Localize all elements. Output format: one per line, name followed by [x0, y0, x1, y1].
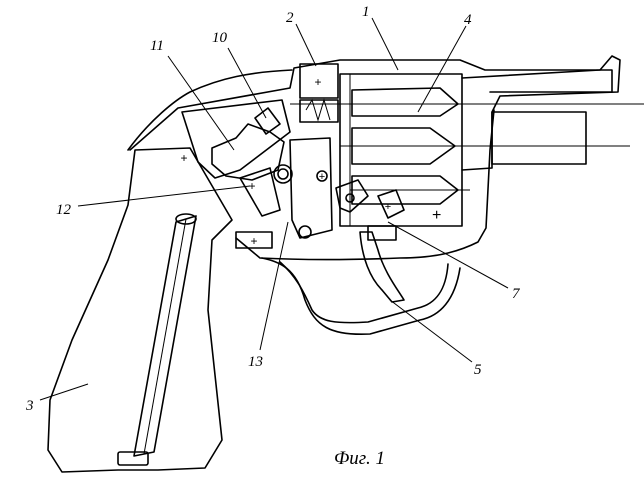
barrel [462, 56, 620, 170]
figure-caption: Фиг. 1 [334, 448, 385, 469]
mainspring-rod [118, 214, 196, 465]
cross-mark: + [250, 234, 257, 248]
hammer-block: + [290, 64, 340, 122]
callout-4: 4 [464, 12, 472, 28]
cylinder: + [300, 74, 644, 226]
grip-panel [48, 70, 292, 472]
callout-11: 11 [150, 38, 164, 54]
callout-5: 5 [474, 362, 482, 378]
callout-2: 2 [286, 10, 294, 26]
svg-text:+: + [385, 201, 391, 213]
svg-text:+: + [432, 207, 441, 224]
callout-12: 12 [56, 202, 72, 218]
callout-3: 3 [25, 398, 34, 414]
callout-10: 10 [212, 30, 228, 46]
svg-text:+: + [180, 151, 187, 165]
svg-text:+: + [314, 75, 321, 89]
callout-13: 13 [248, 354, 263, 370]
callout-7: 7 [512, 286, 521, 302]
revolver-frame: + [130, 60, 612, 334]
callout-1: 1 [362, 4, 370, 20]
svg-text:+: + [319, 171, 325, 183]
